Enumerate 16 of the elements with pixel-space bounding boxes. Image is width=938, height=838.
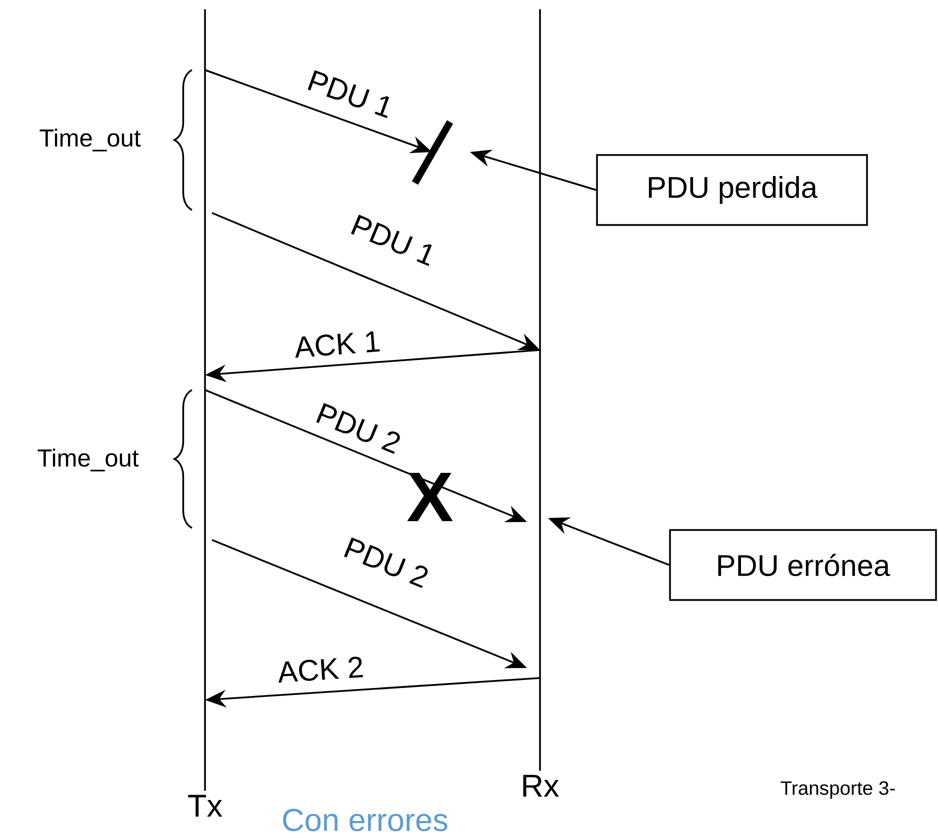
edge-label: ACK 1	[295, 331, 380, 358]
edge-label: PDU 1	[308, 70, 390, 118]
lifeline: Tx	[188, 9, 222, 817]
error-mark: X	[407, 472, 453, 522]
edge-label: ACK 2	[278, 656, 363, 683]
caption: Con errores	[283, 808, 448, 832]
timeout-label: Time_out	[40, 128, 141, 152]
timeout-label: Time_out	[38, 448, 139, 472]
edge-label: PDU 2	[344, 537, 428, 588]
lifeline: Rx	[523, 9, 559, 797]
edge-label: PDU 1	[350, 214, 432, 266]
callout-box: PDU perdida	[596, 154, 868, 226]
loss-mark	[412, 120, 454, 185]
page-number: Transporte 3-	[780, 781, 895, 799]
callout-box: PDU errónea	[669, 529, 937, 601]
edge-label: PDU 2	[316, 403, 400, 454]
